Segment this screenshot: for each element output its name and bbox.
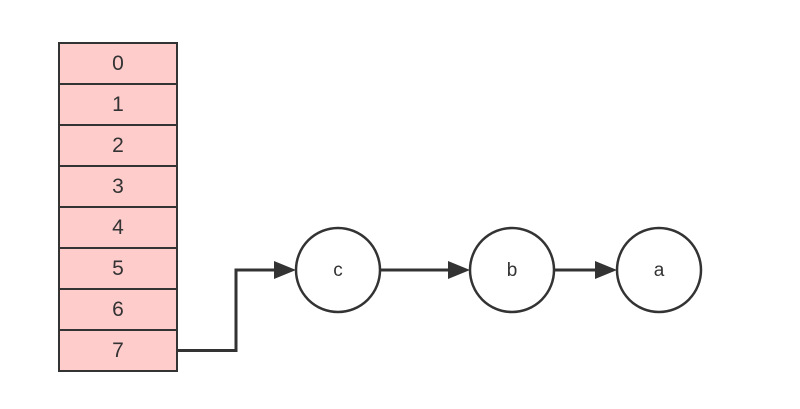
arrowhead-icon — [595, 261, 617, 279]
list-node-label: a — [654, 260, 665, 281]
array-cell-label: 3 — [112, 175, 124, 198]
array-cell-box — [58, 83, 178, 126]
arrowhead-icon — [274, 261, 296, 279]
list-node-a: a — [615, 226, 703, 314]
array-cell-label: 1 — [112, 93, 124, 116]
array-cell-1: 1 — [58, 83, 178, 126]
list-node-circle — [615, 226, 703, 314]
list-node-label: c — [333, 260, 343, 281]
array-cell-3: 3 — [58, 165, 178, 208]
list-node-circle — [468, 226, 556, 314]
array-cell-label: 5 — [112, 257, 124, 280]
array-cell-box — [58, 165, 178, 208]
array-cell-label: 6 — [112, 298, 124, 321]
list-node-label: b — [507, 260, 518, 281]
array-cell-0: 0 — [58, 42, 178, 85]
list-node-circle — [294, 226, 382, 314]
array-cell-label: 4 — [112, 216, 124, 239]
array-cell-label: 0 — [112, 52, 124, 75]
array-cell-7: 7 — [58, 329, 178, 372]
array-cell-6: 6 — [58, 288, 178, 331]
list-node-c: c — [294, 226, 382, 314]
array-cell-label: 7 — [112, 339, 124, 362]
edge-bucket-to-first-node — [177, 268, 276, 352]
list-node-b: b — [468, 226, 556, 314]
arrowhead-icon — [448, 261, 470, 279]
array-cell-box — [58, 42, 178, 85]
array-cell-label: 2 — [112, 134, 124, 157]
array-cell-box — [58, 247, 178, 290]
edges — [177, 261, 617, 352]
array-cell-4: 4 — [58, 206, 178, 249]
bucket-array: 0 1 2 3 4 5 6 7 — [58, 42, 178, 372]
array-cell-2: 2 — [58, 124, 178, 167]
array-cell-5: 5 — [58, 247, 178, 290]
array-cell-box — [58, 329, 178, 372]
